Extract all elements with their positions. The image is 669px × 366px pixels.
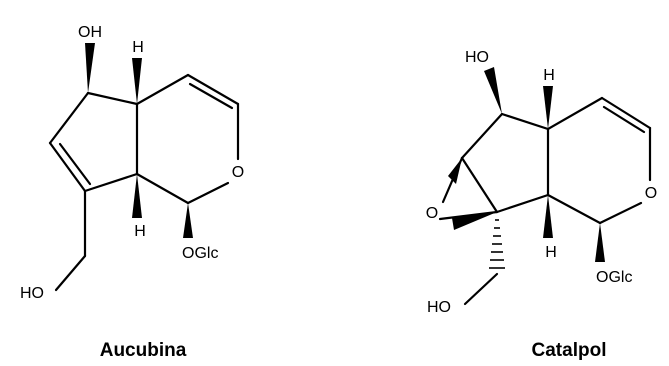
label-ho: HO (427, 299, 451, 316)
label-oglc: OGlc (596, 269, 632, 286)
bond (186, 73, 240, 106)
label-ho: HO (20, 285, 44, 302)
wedge-bond-h-bottom (132, 174, 142, 218)
bond (186, 181, 230, 205)
wedge-bond-oh (85, 43, 95, 93)
compound-name: Catalpol (532, 340, 607, 361)
bond (546, 193, 602, 225)
double-bond-inner (602, 105, 646, 134)
catalpol-structure: HO H O O H OGlc HO Catalpol (426, 49, 657, 361)
wedge-bond-oglc (595, 223, 605, 262)
wedge-bond-oglc (183, 203, 193, 238)
label-ring-oxygen: O (645, 185, 657, 202)
label-ring-oxygen: O (232, 164, 244, 181)
wedge-bond-epoxide-right (452, 212, 497, 230)
bond (460, 156, 499, 214)
label-oh: OH (78, 24, 102, 41)
label-epoxide-oxygen: O (426, 205, 438, 222)
bond (135, 73, 190, 106)
label-h-bottom: H (134, 223, 146, 240)
wedge-bond-epoxide-left (448, 158, 462, 184)
label-ho-top: HO (465, 49, 489, 66)
bond (600, 96, 652, 130)
label-h-top: H (132, 39, 144, 56)
aucubina-structure: OH H O H OGlc HO Aucubina (20, 24, 244, 361)
bond (135, 172, 190, 205)
bond (48, 91, 90, 145)
bond (598, 201, 643, 225)
double-bond-inner (188, 82, 234, 110)
wedge-bond-ho (484, 67, 502, 114)
double-bond-inner (58, 142, 92, 186)
label-h-top: H (543, 67, 555, 84)
compound-name: Aucubina (100, 340, 187, 361)
bond (54, 254, 87, 292)
hashed-bond-ch2oh (489, 219, 505, 269)
bond (86, 91, 139, 106)
wedge-bond-h-top (132, 58, 142, 104)
bond (83, 172, 139, 193)
bond (546, 96, 604, 131)
bond (438, 210, 499, 221)
bond (48, 141, 87, 193)
bond (460, 112, 504, 160)
wedge-bond-h-bottom (543, 195, 553, 238)
bond (500, 112, 550, 131)
label-oglc: OGlc (182, 245, 218, 262)
bond (463, 272, 499, 306)
label-h-bottom: H (545, 244, 557, 261)
wedge-bond-h-top (543, 86, 553, 129)
bond (495, 193, 550, 214)
